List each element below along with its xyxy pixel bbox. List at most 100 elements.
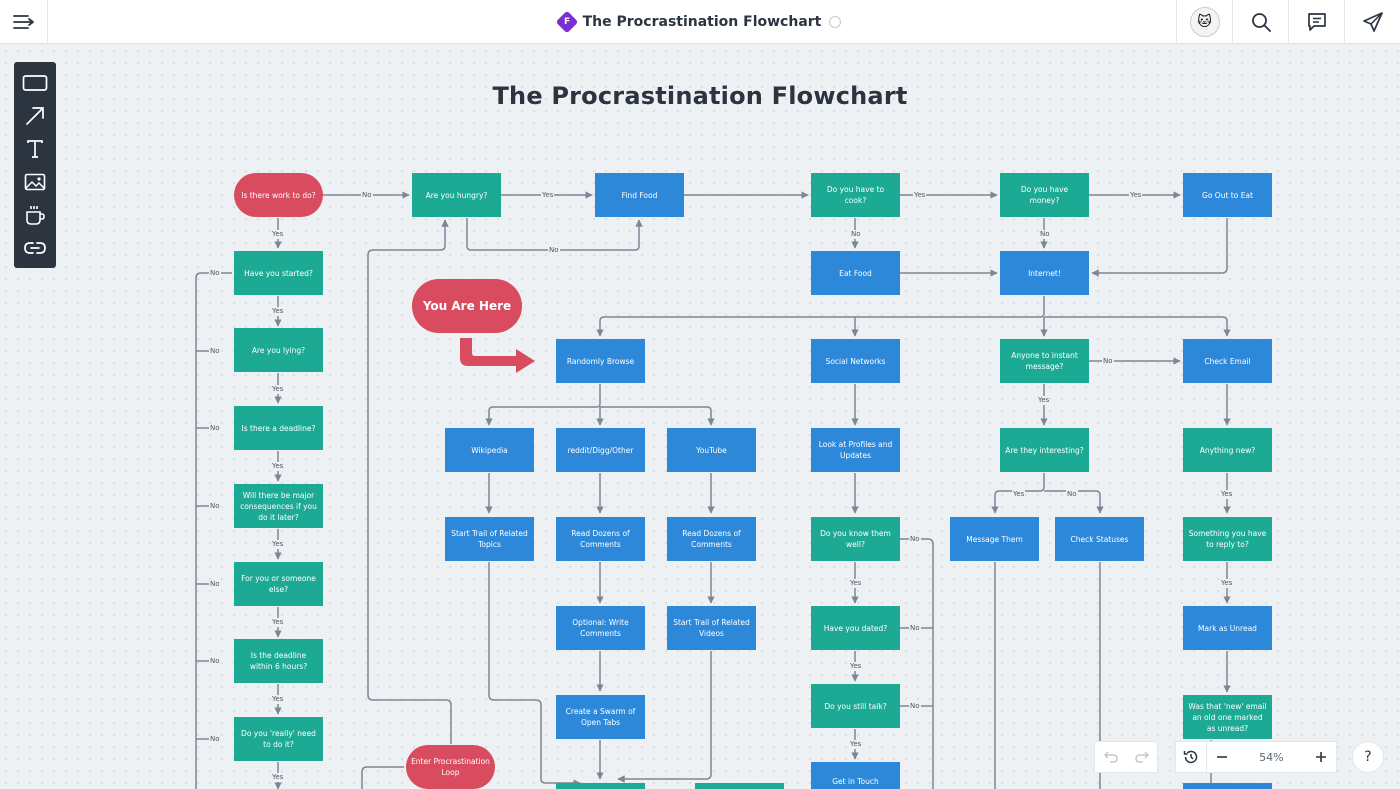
node-read-comments-2[interactable]: Read Dozens of Comments: [667, 517, 756, 561]
board-title[interactable]: The Procrastination Flowchart: [492, 82, 908, 110]
label-yes: Yes: [271, 307, 285, 316]
zoom-out-button[interactable]: [1207, 742, 1237, 772]
undo-button[interactable]: [1095, 742, 1126, 772]
top-bar: F The Procrastination Flowchart 🐱: [0, 0, 1400, 44]
search-icon: [1251, 13, 1271, 32]
link-tool[interactable]: [14, 231, 56, 264]
minus-icon: [1216, 756, 1227, 758]
node-eat-food[interactable]: Eat Food: [811, 251, 900, 295]
search-button[interactable]: [1232, 0, 1288, 44]
node-check-email[interactable]: Check Email: [1183, 339, 1272, 383]
node-check-statuses[interactable]: Check Statuses: [1055, 517, 1144, 561]
node-know-them-well[interactable]: Do you know them well?: [811, 517, 900, 561]
node-old-email[interactable]: Was that 'new' email an old one marked a…: [1183, 695, 1272, 739]
history-button[interactable]: [1176, 742, 1207, 772]
label-no: No: [209, 657, 221, 666]
label-yes: Yes: [271, 773, 285, 782]
label-no: No: [850, 230, 862, 239]
node-mark-unread[interactable]: Mark as Unread: [1183, 606, 1272, 650]
node-deadline-6-hours[interactable]: Is the deadline within 6 hours?: [234, 639, 323, 683]
label-no: No: [909, 535, 921, 544]
node-randomly-browse[interactable]: Randomly Browse: [556, 339, 645, 383]
label-yes: Yes: [1129, 191, 1143, 200]
label-no: No: [209, 735, 221, 744]
node-look-at-profiles[interactable]: Look at Profiles and Updates: [811, 428, 900, 472]
node-procrastination-loop[interactable]: Enter Procrastination Loop: [406, 745, 495, 789]
node-youtube[interactable]: YouTube: [667, 428, 756, 472]
node-still-talk[interactable]: Do you still talk?: [811, 684, 900, 728]
label-no: No: [909, 702, 921, 711]
share-button[interactable]: [1344, 0, 1400, 44]
redo-button[interactable]: [1126, 742, 1157, 772]
node-message-them[interactable]: Message Them: [950, 517, 1039, 561]
label-yes: Yes: [271, 695, 285, 704]
image-icon: [24, 173, 46, 190]
node-have-money[interactable]: Do you have money?: [1000, 173, 1089, 217]
node-partial-1[interactable]: [556, 783, 645, 789]
node-wikipedia[interactable]: Wikipedia: [445, 428, 534, 472]
zoom-in-button[interactable]: [1306, 742, 1336, 772]
label-yes: Yes: [913, 191, 927, 200]
node-trail-videos[interactable]: Start Trail of Related Videos: [667, 606, 756, 650]
node-reddit[interactable]: reddit/Digg/Other: [556, 428, 645, 472]
node-you-or-someone[interactable]: For you or someone else?: [234, 562, 323, 606]
avatar-button[interactable]: 🐱: [1176, 0, 1232, 44]
label-no: No: [209, 347, 221, 356]
node-swarm-tabs[interactable]: Create a Swarm of Open Tabs: [556, 695, 645, 739]
text-tool[interactable]: [14, 132, 56, 165]
arrow-tool[interactable]: [14, 99, 56, 132]
zoom-level[interactable]: 54%: [1259, 750, 1284, 764]
node-internet[interactable]: Internet!: [1000, 251, 1089, 295]
comments-icon: [1307, 13, 1326, 31]
image-tool[interactable]: [14, 165, 56, 198]
undo-icon: [1103, 751, 1118, 763]
help-button[interactable]: ?: [1352, 741, 1384, 773]
node-reply-to[interactable]: Something you have to reply to?: [1183, 517, 1272, 561]
node-find-food[interactable]: Find Food: [595, 173, 684, 217]
history-icon: [1183, 750, 1198, 764]
document-title[interactable]: The Procrastination Flowchart: [582, 14, 822, 30]
node-have-you-started[interactable]: Have you started?: [234, 251, 323, 295]
node-read-comments-1[interactable]: Read Dozens of Comments: [556, 517, 645, 561]
you-are-here-arrow: [460, 338, 535, 373]
rectangle-tool[interactable]: [14, 66, 56, 99]
node-you-are-here[interactable]: You Are Here: [412, 279, 522, 333]
board-canvas[interactable]: [0, 45, 1400, 789]
node-have-to-cook[interactable]: Do you have to cook?: [811, 173, 900, 217]
node-partial-2[interactable]: [695, 783, 784, 789]
label-no: No: [1066, 490, 1078, 499]
node-major-consequences[interactable]: Will there be major consequences if you …: [234, 484, 323, 528]
label-no: No: [1102, 357, 1114, 366]
node-partial-3[interactable]: [1183, 783, 1272, 789]
node-is-there-work[interactable]: Is there work to do?: [234, 173, 323, 217]
node-get-in-touch[interactable]: Get in Touch: [811, 762, 900, 789]
label-no: No: [209, 502, 221, 511]
label-yes: Yes: [849, 579, 863, 588]
label-yes: Yes: [849, 740, 863, 749]
sticker-tool[interactable]: [14, 198, 56, 231]
comments-button[interactable]: [1288, 0, 1344, 44]
node-write-comments[interactable]: Optional: Write Comments: [556, 606, 645, 650]
link-icon: [24, 241, 46, 254]
node-social-networks[interactable]: Social Networks: [811, 339, 900, 383]
node-are-you-hungry[interactable]: Are you hungry?: [412, 173, 501, 217]
node-are-you-lying[interactable]: Are you lying?: [234, 328, 323, 372]
document-title-area[interactable]: F The Procrastination Flowchart: [555, 10, 842, 34]
label-yes: Yes: [271, 230, 285, 239]
label-yes: Yes: [1037, 396, 1051, 405]
undo-redo-group: [1094, 741, 1158, 773]
node-trail-topics[interactable]: Start Trail of Related Topics: [445, 517, 534, 561]
label-yes: Yes: [271, 618, 285, 627]
node-instant-message[interactable]: Anyone to instant message?: [1000, 339, 1089, 383]
avatar: 🐱: [1189, 7, 1220, 37]
node-go-out-to-eat[interactable]: Go Out to Eat: [1183, 173, 1272, 217]
node-have-you-dated[interactable]: Have you dated?: [811, 606, 900, 650]
menu-button[interactable]: [0, 0, 48, 44]
node-really-need[interactable]: Do you 'really' need to do it?: [234, 717, 323, 761]
node-anything-new[interactable]: Anything new?: [1183, 428, 1272, 472]
arrow-icon: [26, 106, 44, 125]
menu-icon: [12, 15, 34, 29]
node-are-they-interesting[interactable]: Are they interesting?: [1000, 428, 1089, 472]
node-is-there-deadline[interactable]: Is there a deadline?: [234, 406, 323, 450]
